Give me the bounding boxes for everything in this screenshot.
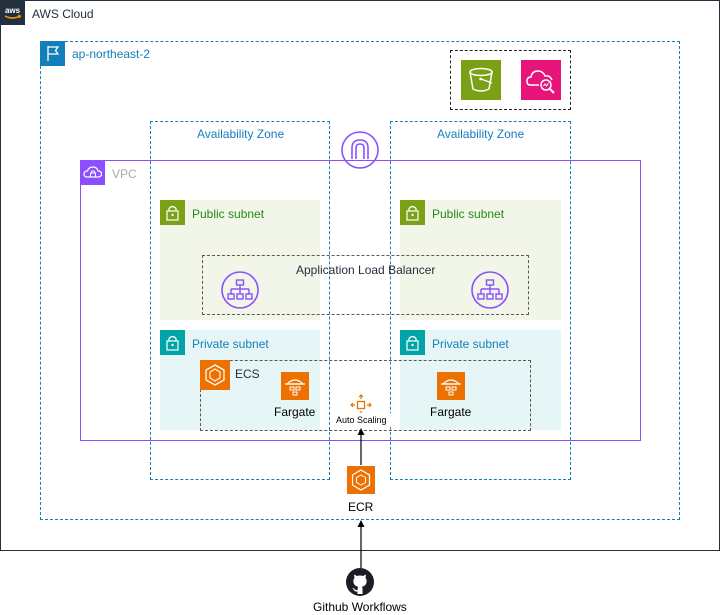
- public-subnet-left-label: Public subnet: [192, 207, 265, 221]
- ecs-label: ECS: [235, 367, 260, 381]
- public-subnet-left: [160, 200, 320, 320]
- flag-icon: [40, 41, 65, 66]
- fargate-left-label: Fargate: [274, 405, 316, 419]
- svg-text:aws: aws: [5, 6, 21, 15]
- services-group: [450, 50, 571, 110]
- cloudwatch-icon: [521, 60, 561, 100]
- load-balancer-icon: [220, 270, 260, 310]
- github-label: Github Workflows: [313, 600, 407, 614]
- lock-icon: [400, 200, 425, 225]
- availability-zone-left: [150, 121, 330, 480]
- lock-icon: [160, 200, 185, 225]
- private-subnet-left-label: Private subnet: [192, 337, 269, 351]
- auto-scaling-label: Auto Scaling: [336, 415, 387, 425]
- github-icon: [345, 567, 375, 597]
- alb-group: [202, 255, 529, 315]
- s3-bucket-icon: [461, 60, 501, 100]
- ecr-icon: [347, 466, 375, 494]
- region-label: ap-northeast-2: [72, 47, 151, 61]
- fargate-icon: [437, 372, 465, 400]
- auto-scaling-label-bg: [331, 413, 391, 427]
- vpc-cloud-icon: [80, 160, 105, 185]
- private-subnet-right-label: Private subnet: [432, 337, 509, 351]
- availability-zone-right-label: Availability Zone: [437, 127, 525, 141]
- availability-zone-right: [390, 121, 571, 480]
- arrowhead: [357, 520, 365, 527]
- lock-icon: [400, 330, 425, 355]
- arrowhead: [357, 428, 365, 435]
- availability-zone-left-label: Availability Zone: [197, 127, 285, 141]
- aws-cloud-label: AWS Cloud: [32, 7, 94, 21]
- ecs-icon: [200, 360, 230, 390]
- private-subnet-right: [400, 330, 561, 430]
- aws-cloud-group: [0, 0, 720, 551]
- public-subnet-right: [400, 200, 561, 320]
- ecs-group: [200, 360, 531, 431]
- aws-logo-icon: aws: [0, 0, 25, 25]
- internet-gateway-icon: [340, 130, 380, 170]
- fargate-icon: [281, 372, 309, 400]
- fargate-right-label: Fargate: [430, 405, 472, 419]
- region-group: [40, 41, 680, 520]
- load-balancer-icon: [470, 270, 510, 310]
- public-subnet-right-label: Public subnet: [432, 207, 505, 221]
- vpc-label: VPC: [112, 167, 137, 181]
- lock-icon: [160, 330, 185, 355]
- alb-label: Application Load Balancer: [296, 263, 436, 277]
- ecr-label: ECR: [348, 500, 374, 514]
